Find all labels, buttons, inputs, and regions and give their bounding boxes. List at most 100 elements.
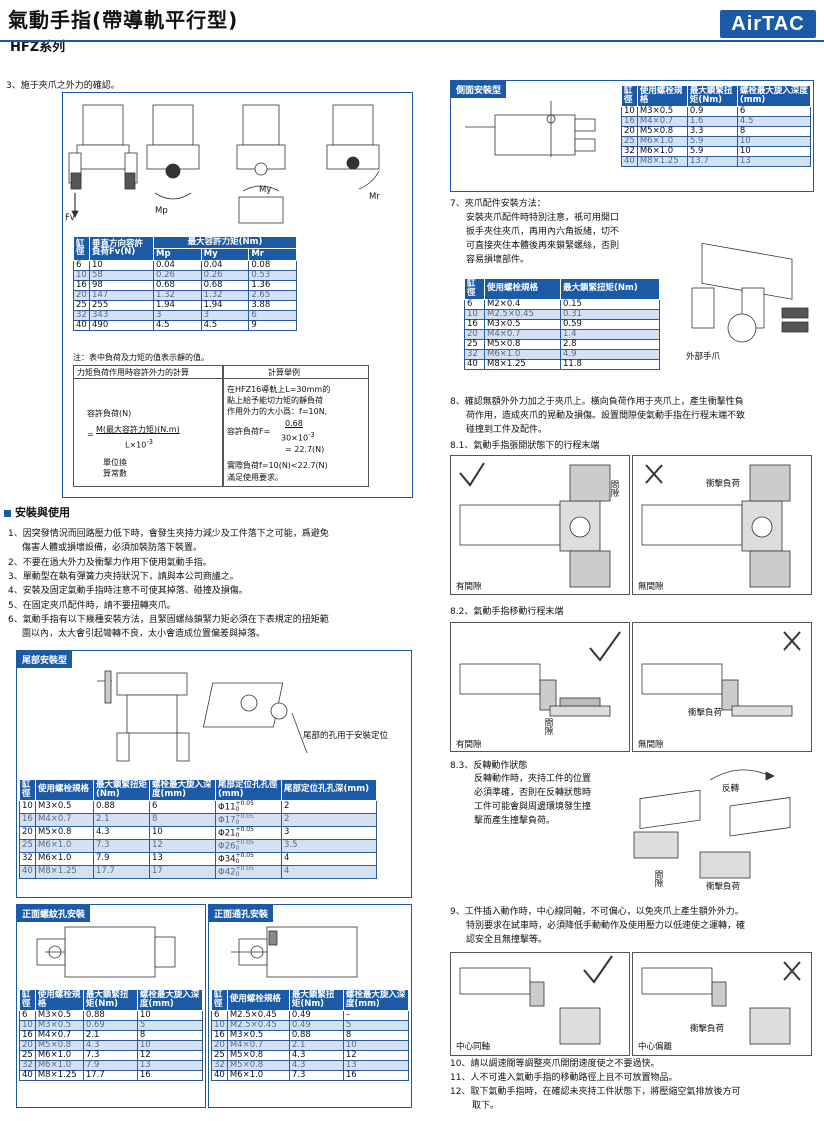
table-cell: 4 bbox=[281, 864, 377, 879]
table-cell: 3.88 bbox=[248, 299, 297, 311]
table-cell: 10 bbox=[464, 308, 485, 320]
table-cell: 8 bbox=[342, 1029, 410, 1041]
calc-r9: 滿足使用要求。 bbox=[227, 473, 283, 482]
tail-mount-note: 尾部的孔用于安裝定位 bbox=[303, 731, 389, 741]
gripper-force-diagram bbox=[68, 104, 380, 224]
table-cell: 0.04 bbox=[200, 259, 250, 271]
side-mount-title: 側面安裝型 bbox=[451, 81, 507, 98]
table-cell: 40 bbox=[621, 155, 638, 167]
table-cell: – bbox=[342, 1009, 410, 1021]
table-cell: 20 bbox=[19, 1039, 36, 1051]
table-cell: 40 bbox=[464, 358, 485, 370]
calc-l1: 容許負荷(N) bbox=[87, 409, 132, 418]
table-cell: 3 bbox=[200, 309, 250, 321]
calc-r3: 作用外力的大小爲：f=10N, bbox=[227, 407, 328, 416]
table-cell: M5×0.8 bbox=[484, 338, 561, 350]
item-8-2: 8.2、氣動手指移動行程末端 bbox=[450, 607, 564, 617]
diagram-9-coaxial bbox=[450, 952, 630, 1056]
calc-r2: 點上給予能切力矩的靜負荷 bbox=[227, 396, 323, 405]
table-cell: 2 bbox=[281, 799, 377, 814]
usage-item: 1、因突發情況而回路壓力低下時，會發生夾持力減少及工件落下之可能，爲避免 bbox=[8, 529, 329, 539]
calc-l3: L×10 bbox=[125, 440, 147, 450]
table-cell: 32 bbox=[211, 1059, 228, 1071]
table-cell: 32 bbox=[464, 348, 485, 360]
table-cell: 2.8 bbox=[560, 338, 660, 350]
table-cell: 7.3 bbox=[288, 1069, 344, 1081]
tail-mount-box: 尾部安裝型 尾部的孔用于安裝定位 缸徑使用螺栓規格最大鎖緊扭矩(Nm)螺栓最大旋… bbox=[16, 650, 412, 898]
item-7-line: 扳手夾住夾爪，再用內六角扳緒，切不 bbox=[466, 227, 620, 237]
table-cell: 4.5 bbox=[736, 115, 812, 127]
table-cell: 0.53 bbox=[248, 269, 297, 281]
table-cell: 0.26 bbox=[200, 269, 250, 281]
side-mount-drawing bbox=[465, 101, 596, 157]
table-cell: 16 bbox=[464, 318, 485, 330]
calc-r1: 在HFZ16導軌上L=30mm的 bbox=[227, 385, 331, 394]
usage-item: 傷害人體或損壞設備，必須加裝防落下裝置。 bbox=[22, 543, 203, 553]
usage-item: 3、單動型在執有彈簧力夾持狀況下，請與本公司商議之。 bbox=[8, 572, 239, 582]
table-cell: 1.32 bbox=[153, 289, 202, 301]
final-item: 10、請以調速閥等調整夾爪開閉速度使之不要過快。 bbox=[450, 1059, 660, 1069]
diagram-8-2-drawing bbox=[459, 631, 801, 717]
diagram-9-drawing bbox=[459, 955, 801, 1045]
item-8-3-line: 擊而產生撞擊負荷。 bbox=[474, 816, 556, 826]
table-cell: 17 bbox=[149, 864, 216, 879]
table-cell: 4.5 bbox=[200, 319, 250, 331]
table-cell: 4 bbox=[281, 851, 377, 866]
table-cell: M4×0.7 bbox=[35, 812, 94, 827]
table-cell: M8×1.25 bbox=[34, 1069, 84, 1081]
item-8-3-line: 必須準確，否則在反轉狀態時 bbox=[474, 788, 592, 798]
table-cell: 4.5 bbox=[153, 319, 202, 331]
load-note: 注：表中負荷及力矩的值表示靜的值。 bbox=[73, 353, 209, 362]
table-cell: M4×0.7 bbox=[34, 1029, 84, 1041]
table-cell: M6×1.0 bbox=[636, 135, 688, 147]
table-cell: M2.5×0.45 bbox=[226, 1009, 290, 1021]
with-gap-label-1: 有間隙 bbox=[456, 582, 482, 592]
usage-item: 4、安裝及固定氣動手指時注意不可使其掉落、碰撞及損傷。 bbox=[8, 586, 248, 596]
table-cell: 11.8 bbox=[560, 358, 660, 370]
table-cell: 5 bbox=[136, 1019, 204, 1031]
label-my: My bbox=[259, 185, 272, 195]
table-cell: 2.1 bbox=[93, 812, 150, 827]
table-cell: 0.08 bbox=[248, 259, 297, 271]
table-cell: 4.3 bbox=[288, 1059, 344, 1071]
table-cell: 6 bbox=[248, 309, 297, 321]
calc-l5: 算常數 bbox=[103, 469, 127, 478]
table-cell: 16 bbox=[136, 1069, 204, 1081]
table-cell: M5×0.8 bbox=[226, 1049, 290, 1061]
table-cell: 12 bbox=[136, 1049, 204, 1061]
no-gap-label-2: 無間隙 bbox=[638, 740, 664, 750]
calc-r4: 容許負荷F= bbox=[227, 427, 271, 436]
item-8-line: 荷作用，造成夾爪的晃動及損傷。設置間隙使氣動手指在行程末端不致 bbox=[466, 411, 746, 421]
label-fv: Fv bbox=[65, 213, 75, 223]
table-cell: 2.1 bbox=[82, 1029, 138, 1041]
table-cell: 10 bbox=[736, 135, 812, 147]
table-cell: 7.9 bbox=[82, 1059, 138, 1071]
table-cell: 40 bbox=[19, 864, 36, 879]
table-cell: M3×0.5 bbox=[34, 1019, 84, 1031]
table-cell: M3×0.5 bbox=[484, 318, 561, 330]
table-cell: 7.3 bbox=[82, 1049, 138, 1061]
table-cell: 8 bbox=[149, 812, 216, 827]
offset-label: 中心偏離 bbox=[638, 1042, 673, 1052]
jaw-mount-drawing bbox=[691, 242, 809, 343]
table-cell: 0.31 bbox=[560, 308, 660, 320]
calc-r6: 30×10-3 bbox=[281, 431, 315, 443]
